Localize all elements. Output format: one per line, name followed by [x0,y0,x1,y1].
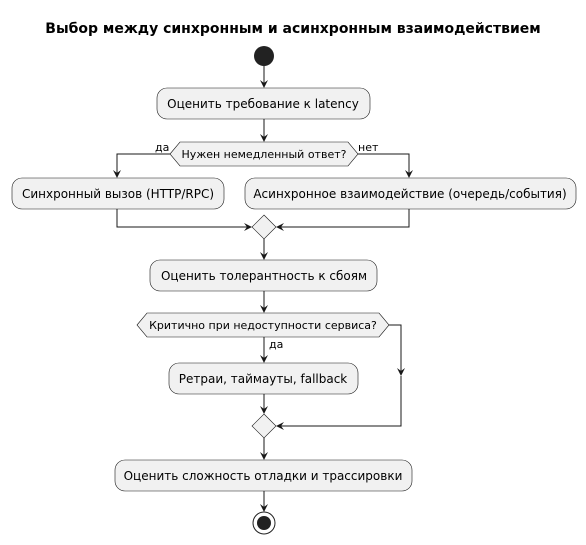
arrow-head [113,170,121,178]
activity-sync-call-label: Синхронный вызов (HTTP/RPC) [22,187,214,201]
merge-node-1 [251,214,277,240]
start-node [254,46,274,66]
activity-async-interaction-label: Асинхронное взаимодействие (очередь/собы… [253,187,566,201]
arrow-head [260,406,268,414]
decision-immediate-response-label: Нужен немедленный ответ? [182,148,347,161]
branch-label-yes: да [155,141,169,154]
branch-label-no: нет [358,141,379,154]
arrow-head [260,305,268,313]
activity-evaluate-fault-tolerance-label: Оценить толерантность к сбоям [161,269,367,283]
flow-edge [280,376,402,427]
arrow-head [260,504,268,512]
flow-edge-yes [116,153,170,174]
merge-node-2 [251,413,277,439]
arrow-head [244,223,252,231]
arrow-head [260,252,268,260]
activity-retries-label: Ретраи, таймауты, fallback [179,372,348,386]
flow-edge [116,209,248,228]
arrow-head [276,223,284,231]
activity-evaluate-latency-label: Оценить требование к latency [167,97,359,111]
flow-edge [280,209,410,228]
flow-edge-no [358,153,410,174]
arrow-head [260,134,268,142]
activity-sync-call [11,177,225,210]
arrow-head [260,452,268,460]
activity-evaluate-debugging-label: Оценить сложность отладки и трассировки [124,469,403,483]
branch-label-yes-2: да [269,338,283,351]
arrow-head [397,368,405,376]
arrow-head [260,80,268,88]
arrow-head [260,355,268,363]
flow-edge-no [389,324,402,372]
decision-critical-unavailability-label: Критично при недоступности сервиса? [149,319,377,332]
arrow-head [276,422,284,430]
diagram-title: Выбор между синхронным и асинхронным вза… [45,21,540,37]
arrow-head [405,170,413,178]
end-node-inner [257,516,271,530]
activity-async-interaction [244,177,577,210]
